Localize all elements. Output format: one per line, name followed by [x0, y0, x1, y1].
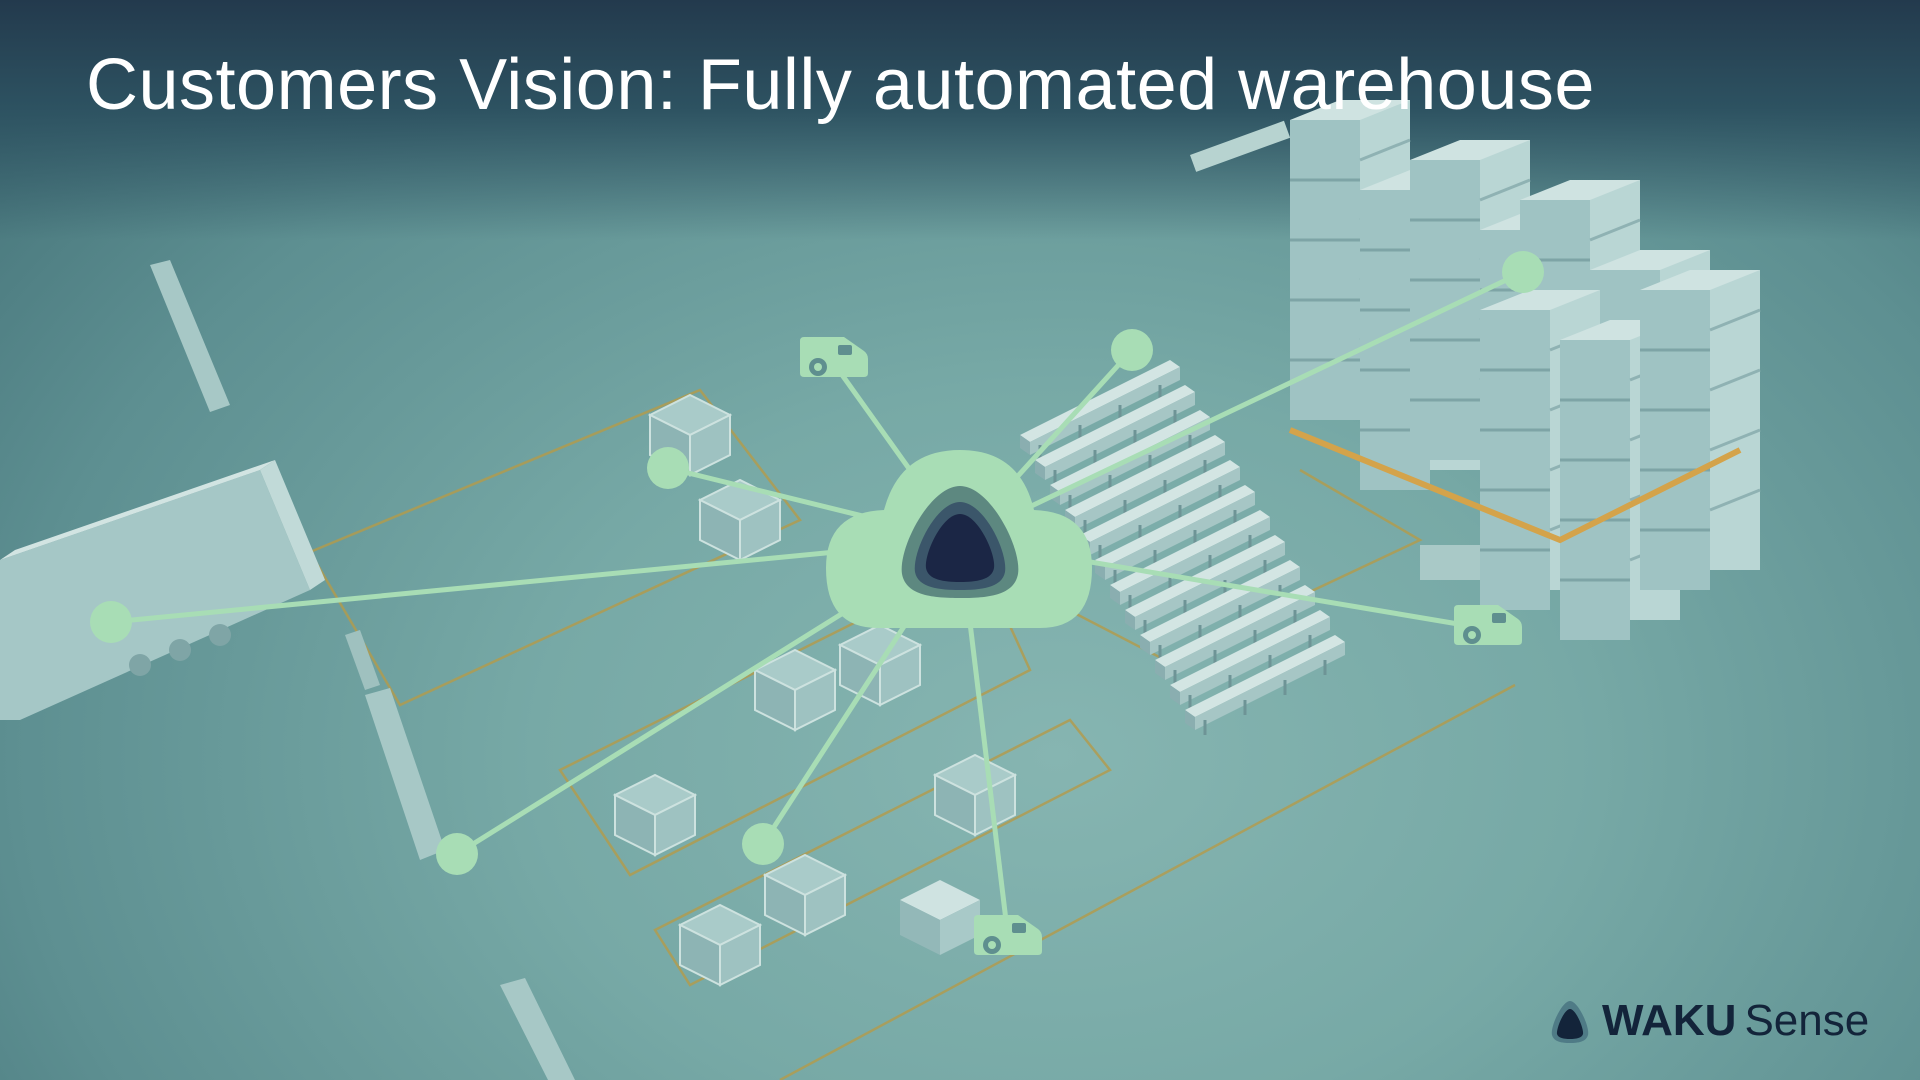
delivery-vehicle-icon	[1454, 605, 1522, 645]
node-agv-bottom	[974, 915, 1042, 955]
node-high-bay-storage	[1502, 251, 1544, 293]
node-agv-top	[800, 337, 868, 377]
logo-suffix: Sense	[1744, 996, 1870, 1045]
delivery-vehicle-icon	[974, 915, 1042, 955]
node-agv-right	[1454, 605, 1522, 645]
waku-logo-icon	[1551, 1001, 1589, 1043]
slide-title: Customers Vision: Fully automated wareho…	[86, 45, 1595, 125]
truck-trailer	[0, 460, 325, 720]
node-truck-left	[90, 601, 132, 643]
cloud-hub	[826, 450, 1092, 628]
high-bay-racks	[1190, 98, 1762, 642]
delivery-vehicle-icon	[800, 337, 868, 377]
node-shipping-left	[742, 823, 784, 865]
brand-logo: WAKU Sense	[1546, 996, 1869, 1046]
node-dock-lower-left	[436, 833, 478, 875]
node-packing-area	[647, 447, 689, 489]
cloud-icon	[826, 450, 1092, 628]
circle-nodes	[90, 251, 1544, 875]
logo-wordmark: WAKU	[1602, 996, 1737, 1045]
node-racking-top	[1111, 329, 1153, 371]
pillars	[150, 260, 575, 1080]
carts	[614, 394, 1016, 986]
